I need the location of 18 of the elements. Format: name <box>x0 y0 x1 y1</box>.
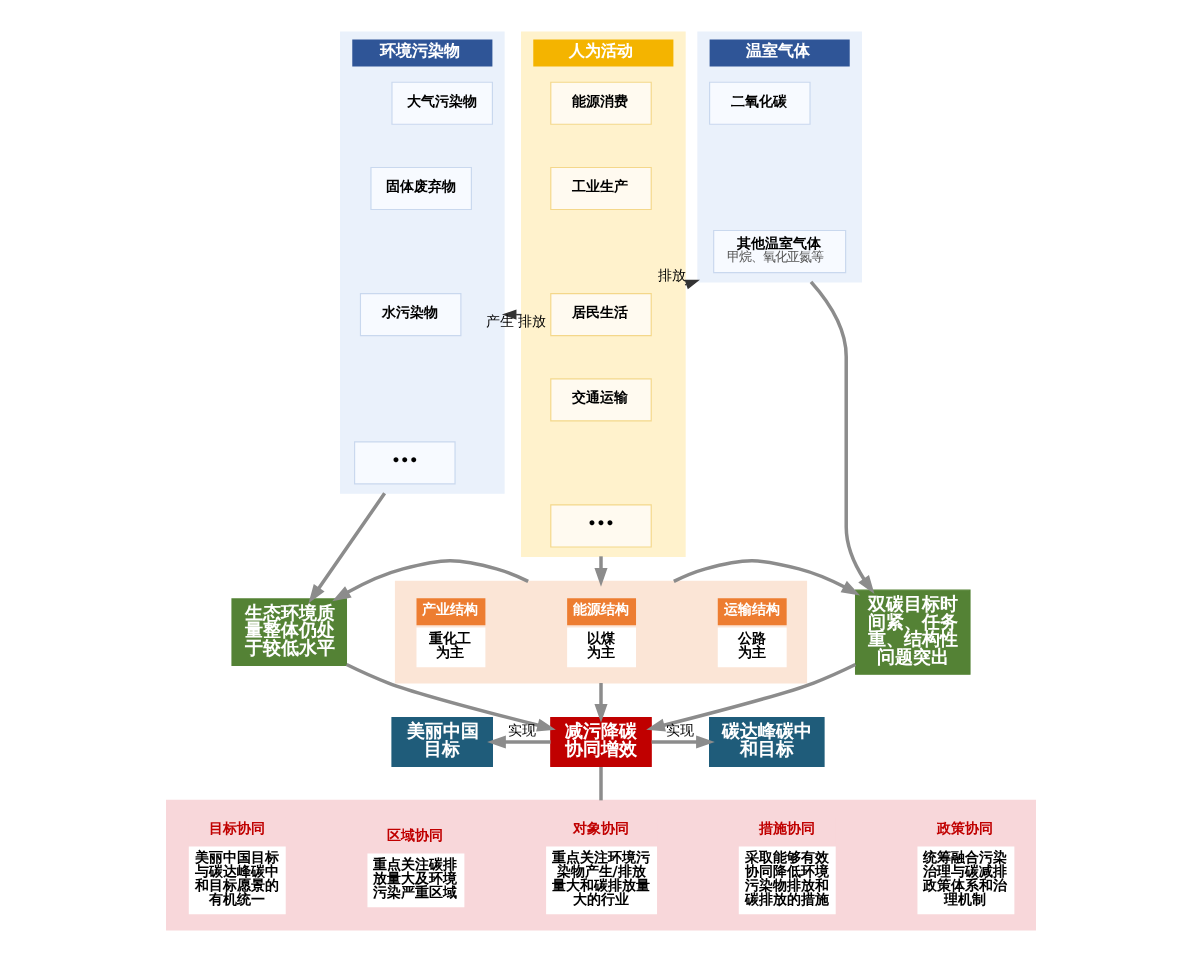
arrow <box>593 555 607 586</box>
arrow <box>672 558 860 595</box>
arrow <box>808 279 874 594</box>
arrow <box>645 661 856 731</box>
node-box: 生态环境质量整体仍处于较低水平 <box>230 597 347 666</box>
node-box: 减污降碳协同增效 <box>549 715 651 767</box>
node-box: 美丽中国目标 <box>390 715 492 767</box>
cluster <box>393 579 807 683</box>
connector <box>598 766 602 800</box>
arrow <box>331 558 528 601</box>
arrow <box>486 734 550 748</box>
arrow <box>593 682 607 722</box>
cluster <box>165 798 1035 930</box>
arrow <box>344 661 555 731</box>
node-box: 碳达峰碳中和目标 <box>708 715 824 767</box>
arrow <box>650 734 714 748</box>
node-box: 双碳目标时间紧、任务重、结构性问题突出 <box>853 588 970 674</box>
arrow <box>307 491 386 603</box>
